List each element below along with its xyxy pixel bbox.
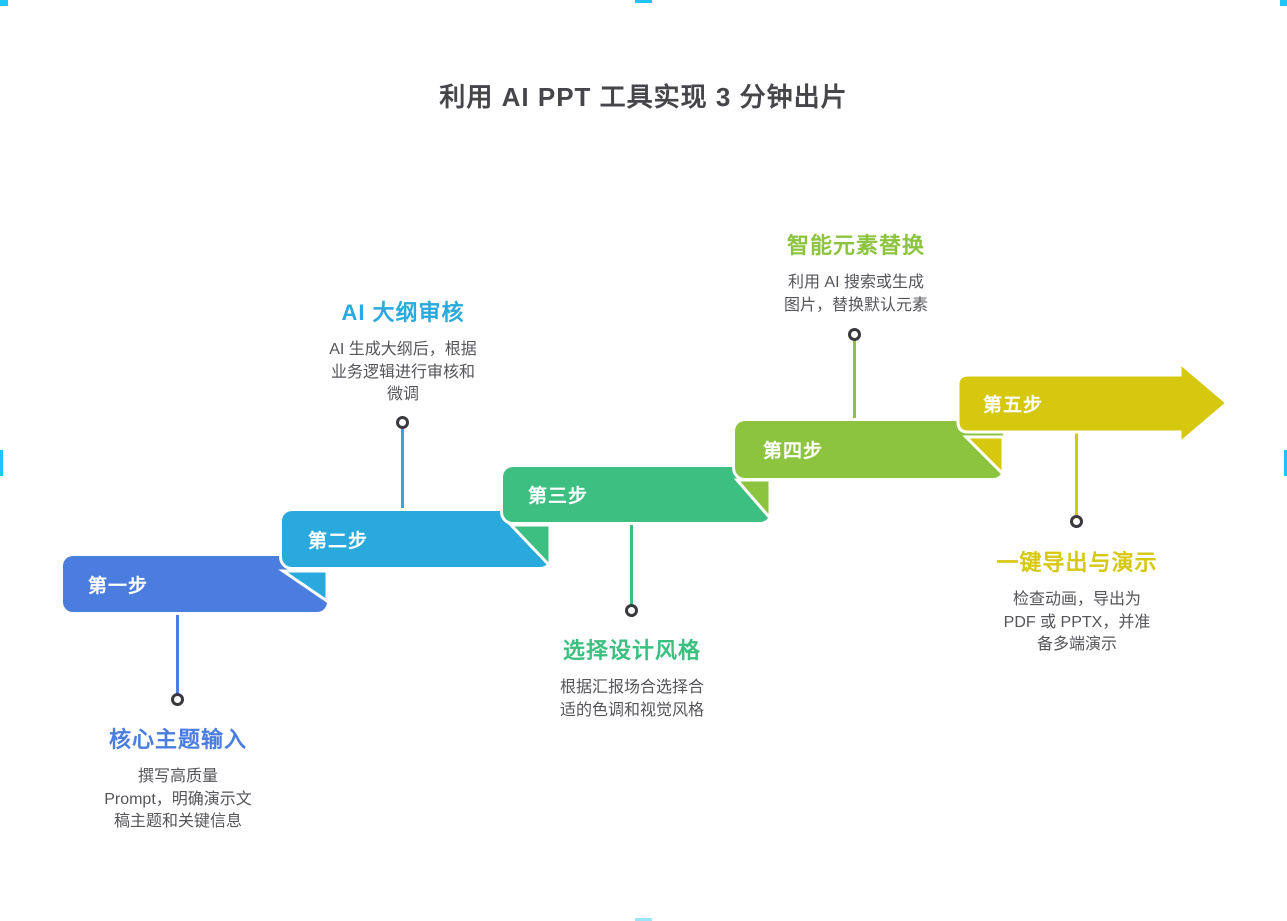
step-3-node-circle bbox=[625, 604, 638, 617]
step-3-bar bbox=[503, 467, 770, 522]
step-5-callout: 一键导出与演示 检查动画，导出为 PDF 或 PPTX，并准 备多端演示 bbox=[962, 545, 1192, 657]
step-5-node-circle bbox=[1070, 515, 1083, 528]
step-5-connector-line bbox=[1075, 430, 1078, 518]
step-3-callout: 选择设计风格 根据汇报场合选择合 适的色调和视觉风格 bbox=[517, 633, 747, 722]
step-2-label: 第二步 bbox=[308, 530, 369, 552]
step-3-callout-description: 根据汇报场合选择合 适的色调和视觉风格 bbox=[559, 679, 704, 719]
page-title: 利用 AI PPT 工具实现 3 分钟出片 bbox=[439, 82, 848, 113]
step-4-fold-triangle bbox=[733, 478, 772, 523]
step-3-fold-triangle bbox=[507, 523, 552, 570]
step-2-callout-title: AI 大纲审核 bbox=[341, 300, 465, 325]
step-2-fold-triangle bbox=[278, 569, 329, 604]
step-5-label: 第五步 bbox=[983, 395, 1044, 416]
step-2-bar bbox=[282, 511, 550, 567]
step-4-callout-description: 利用 AI 搜索或生成 图片，替换默认元素 bbox=[783, 274, 928, 314]
canvas-handle-right-center bbox=[1284, 450, 1287, 476]
step-5-arrow-shape bbox=[956, 359, 1230, 447]
step-4-label: 第四步 bbox=[763, 441, 824, 462]
step-1-connector-line bbox=[176, 610, 179, 696]
step-2-node-circle bbox=[396, 416, 409, 429]
step-5-callout-title: 一键导出与演示 bbox=[996, 550, 1158, 575]
step-2-callout: AI 大纲审核 AI 生成大纲后，根据 业务逻辑进行审核和 微调 bbox=[288, 295, 518, 407]
step-3-connector-line bbox=[630, 520, 633, 606]
step-5-callout-description: 检查动画，导出为 PDF 或 PPTX，并准 备多端演示 bbox=[1003, 591, 1151, 653]
step-2-connector-line bbox=[401, 428, 404, 514]
step-5-fold-triangle bbox=[962, 435, 1005, 478]
step-4-connector-line bbox=[853, 340, 856, 424]
step-3-label: 第三步 bbox=[528, 486, 589, 507]
step-1-node-circle bbox=[171, 693, 184, 706]
canvas-handle-top-center bbox=[635, 0, 652, 3]
canvas-handle-left-center bbox=[0, 450, 3, 476]
step-1-bar bbox=[63, 556, 327, 612]
canvas-handle-top-right bbox=[1280, 0, 1287, 6]
step-4-bar bbox=[735, 421, 1003, 478]
step-1-callout-title: 核心主题输入 bbox=[108, 727, 247, 752]
canvas-handle-top-left bbox=[0, 0, 8, 6]
step-1-callout-description: 撰写高质量 Prompt，明确演示文 稿主题和关键信息 bbox=[104, 768, 252, 830]
step-3-callout-title: 选择设计风格 bbox=[562, 638, 701, 663]
step-1-callout: 核心主题输入 撰写高质量 Prompt，明确演示文 稿主题和关键信息 bbox=[63, 722, 293, 834]
step-1-label: 第一步 bbox=[88, 575, 149, 597]
step-4-callout: 智能元素替换 利用 AI 搜索或生成 图片，替换默认元素 bbox=[741, 228, 971, 317]
canvas-handle-bottom-center bbox=[635, 918, 652, 921]
step-2-callout-description: AI 生成大纲后，根据 业务逻辑进行审核和 微调 bbox=[329, 341, 477, 403]
step-4-callout-title: 智能元素替换 bbox=[786, 233, 925, 258]
step-4-node-circle bbox=[848, 328, 861, 341]
